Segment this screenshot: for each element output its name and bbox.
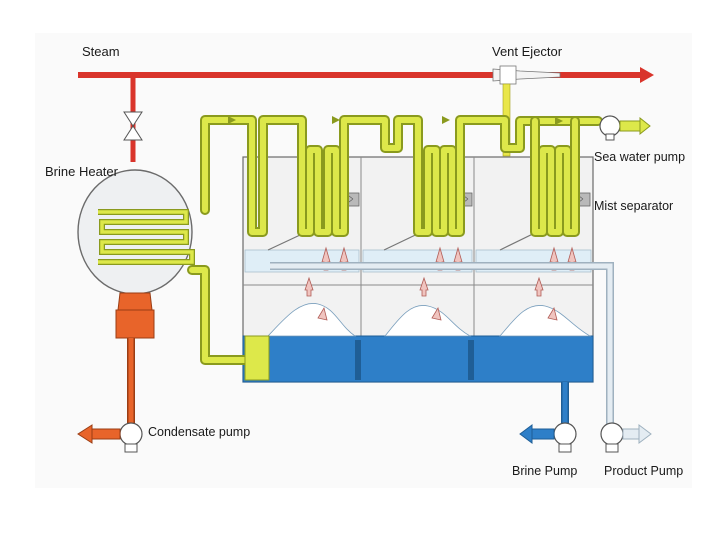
condensate-pump-label: Condensate pump bbox=[148, 425, 250, 439]
feed-water-tube bbox=[187, 115, 603, 381]
brine-heater-label: Brine Heater bbox=[45, 164, 119, 179]
brine-pools bbox=[242, 303, 594, 383]
mist-separator-label: Mist separator bbox=[594, 199, 673, 213]
brine-pump bbox=[519, 382, 577, 453]
brine-pump-label: Brine Pump bbox=[512, 464, 577, 478]
steam-label: Steam bbox=[82, 44, 120, 59]
condensate-pump bbox=[77, 338, 143, 453]
product-pump bbox=[270, 262, 652, 453]
brine-heater bbox=[77, 169, 195, 339]
vent-ejector-label: Vent Ejector bbox=[492, 44, 563, 59]
product-pump-label: Product Pump bbox=[604, 464, 683, 478]
sea-water-pump-label: Sea water pump bbox=[594, 150, 685, 164]
sea-water-pump bbox=[599, 115, 651, 141]
